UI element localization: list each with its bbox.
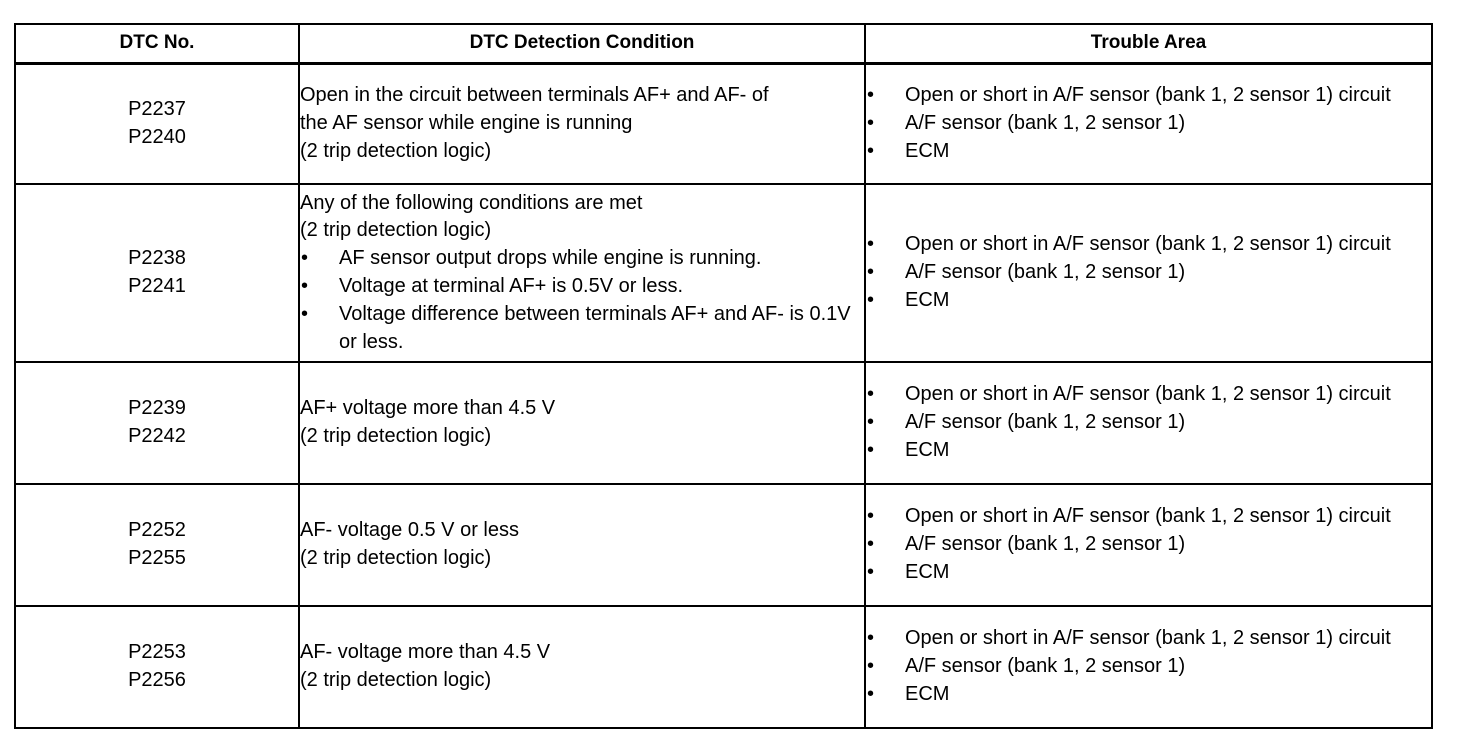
bullet-icon: •	[301, 275, 309, 297]
condition-text: (2 trip detection logic)	[300, 139, 492, 162]
bullet-icon: •	[301, 247, 309, 270]
trouble-area-item: •ECM	[866, 287, 1431, 315]
dtc-code: P2239	[128, 397, 186, 420]
condition-text: Open in the circuit between terminals AF…	[300, 84, 769, 107]
bullet-icon: •	[867, 682, 875, 705]
condition-text: AF+ voltage more than 4.5 V	[300, 397, 556, 420]
trouble-area-item: •ECM	[866, 559, 1431, 587]
trouble-area-cell: •Open or short in A/F sensor (bank 1, 2 …	[864, 62, 1433, 185]
condition-text: AF- voltage more than 4.5 V	[300, 641, 551, 664]
condition-text: (2 trip detection logic)	[300, 547, 492, 569]
bullet-icon: •	[867, 533, 875, 556]
dtc-code: P2238	[128, 247, 186, 270]
dtc-code: P2255	[128, 547, 186, 569]
condition-text: AF- voltage 0.5 V or less	[300, 519, 519, 542]
dtc-code-cell: P2237 P2240	[14, 62, 300, 185]
bullet-icon: •	[867, 438, 875, 461]
dtc-code: P2242	[128, 425, 186, 447]
bullet-icon: •	[867, 261, 875, 284]
dtc-table: DTC No. DTC Detection Condition Trouble …	[14, 23, 1433, 729]
header-row: DTC No. DTC Detection Condition Trouble …	[14, 23, 1433, 65]
trouble-area-item: •ECM	[866, 681, 1431, 709]
dtc-code: P2256	[128, 669, 186, 691]
condition-text: the AF sensor while engine is running	[300, 111, 633, 134]
trouble-area-list: •Open or short in A/F sensor (bank 1, 2 …	[866, 381, 1431, 464]
trouble-area-item: •A/F sensor (bank 1, 2 sensor 1)	[866, 259, 1431, 287]
bullet-icon: •	[867, 288, 875, 311]
trouble-area-cell: •Open or short in A/F sensor (bank 1, 2 …	[864, 605, 1433, 729]
detection-condition-cell: Open in the circuit between terminals AF…	[298, 62, 866, 185]
bullet-icon: •	[301, 302, 309, 325]
bullet-icon: •	[867, 627, 875, 650]
trouble-area-list: •Open or short in A/F sensor (bank 1, 2 …	[866, 625, 1431, 708]
detection-condition-cell: AF- voltage more than 4.5 V (2 trip dete…	[298, 605, 866, 729]
bullet-icon: •	[867, 560, 875, 583]
header-dtc-no: DTC No.	[14, 23, 300, 65]
trouble-area-item: •Open or short in A/F sensor (bank 1, 2 …	[866, 82, 1431, 110]
condition-text: Any of the following conditions are met	[300, 191, 643, 214]
dtc-code: P2241	[128, 275, 186, 297]
condition-item: •Voltage at terminal AF+ is 0.5V or less…	[300, 273, 864, 301]
trouble-area-item: •A/F sensor (bank 1, 2 sensor 1)	[866, 531, 1431, 559]
dtc-code: P2253	[128, 641, 186, 664]
condition-text: (2 trip detection logic)	[300, 669, 492, 691]
trouble-area-cell: •Open or short in A/F sensor (bank 1, 2 …	[864, 361, 1433, 485]
bullet-icon: •	[867, 505, 875, 528]
condition-item: •AF sensor output drops while engine is …	[300, 245, 864, 273]
trouble-area-item: •Open or short in A/F sensor (bank 1, 2 …	[866, 231, 1431, 259]
header-detection-condition: DTC Detection Condition	[298, 23, 866, 65]
bullet-icon: •	[867, 233, 875, 256]
trouble-area-item: •Open or short in A/F sensor (bank 1, 2 …	[866, 503, 1431, 531]
dtc-code: P2240	[128, 125, 186, 148]
trouble-area-list: •Open or short in A/F sensor (bank 1, 2 …	[866, 231, 1431, 314]
condition-item: •Voltage difference between terminals AF…	[301, 302, 851, 353]
trouble-area-item: •Open or short in A/F sensor (bank 1, 2 …	[866, 625, 1431, 653]
header-trouble-area: Trouble Area	[864, 23, 1433, 65]
detection-condition-cell: AF+ voltage more than 4.5 V (2 trip dete…	[298, 361, 866, 485]
trouble-area-cell: •Open or short in A/F sensor (bank 1, 2 …	[864, 183, 1433, 363]
table-row: P2237 P2240 Open in the circuit between …	[14, 62, 1433, 185]
trouble-area-item: •A/F sensor (bank 1, 2 sensor 1)	[866, 409, 1431, 437]
dtc-code-cell: P2252 P2255	[14, 483, 300, 607]
bullet-icon: •	[867, 655, 875, 678]
trouble-area-list: •Open or short in A/F sensor (bank 1, 2 …	[866, 503, 1431, 586]
bullet-icon: •	[867, 383, 875, 406]
trouble-area-item: •A/F sensor (bank 1, 2 sensor 1)	[866, 110, 1431, 138]
trouble-area-item: •ECM	[866, 437, 1431, 465]
bullet-icon: •	[867, 111, 875, 134]
condition-text: (2 trip detection logic)	[300, 425, 492, 447]
table-row: P2239 P2242 AF+ voltage more than 4.5 V …	[14, 361, 1433, 485]
table-row: P2253 P2256 AF- voltage more than 4.5 V …	[14, 605, 1433, 729]
trouble-area-item: •A/F sensor (bank 1, 2 sensor 1)	[866, 653, 1431, 681]
bullet-icon: •	[867, 84, 875, 107]
bullet-icon: •	[867, 411, 875, 434]
condition-text: (2 trip detection logic)	[300, 219, 492, 242]
table-row: P2238 P2241 Any of the following conditi…	[14, 183, 1433, 363]
dtc-code: P2237	[128, 97, 186, 120]
dtc-code: P2252	[128, 519, 186, 542]
detection-condition-cell: AF- voltage 0.5 V or less (2 trip detect…	[298, 483, 866, 607]
trouble-area-item: •ECM	[866, 138, 1431, 166]
dtc-code-cell: P2238 P2241	[14, 183, 300, 363]
trouble-area-item: •Open or short in A/F sensor (bank 1, 2 …	[866, 381, 1431, 409]
trouble-area-list: •Open or short in A/F sensor (bank 1, 2 …	[866, 82, 1431, 165]
detection-condition-cell: Any of the following conditions are met …	[298, 183, 866, 363]
table-row: P2252 P2255 AF- voltage 0.5 V or less (2…	[14, 483, 1433, 607]
table-header: DTC No. DTC Detection Condition Trouble …	[14, 23, 1433, 65]
trouble-area-cell: •Open or short in A/F sensor (bank 1, 2 …	[864, 483, 1433, 607]
dtc-code-cell: P2253 P2256	[14, 605, 300, 729]
table-body: P2237 P2240 Open in the circuit between …	[14, 62, 1433, 729]
dtc-code-cell: P2239 P2242	[14, 361, 300, 485]
condition-list: •AF sensor output drops while engine is …	[300, 245, 864, 356]
bullet-icon: •	[867, 139, 875, 162]
